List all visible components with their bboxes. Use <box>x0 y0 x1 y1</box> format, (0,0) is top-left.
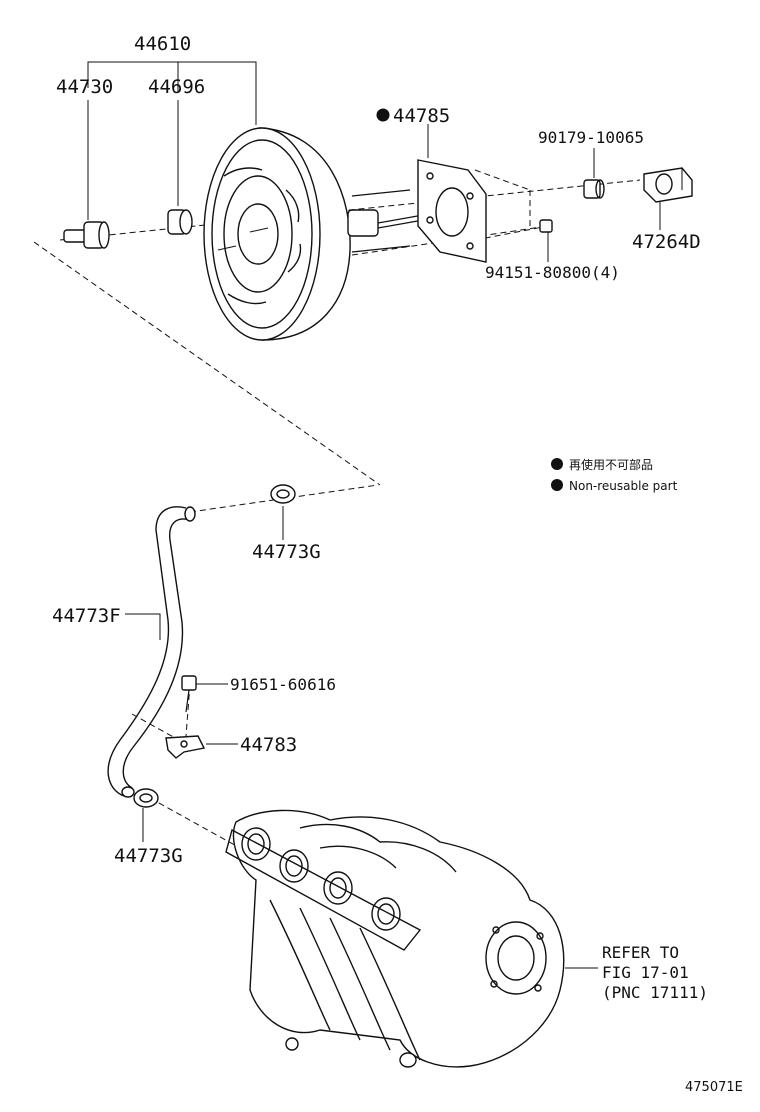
legend: 再使用不可部品 Non-reusable part <box>551 457 678 493</box>
bolt-part <box>181 675 197 713</box>
legend-english-text: Non-reusable part <box>569 479 678 493</box>
refer-line-2: FIG 17-01 <box>602 963 689 982</box>
label-44730: 44730 <box>56 76 113 98</box>
nut-part <box>539 219 553 233</box>
hose-clamp-bottom-part <box>133 788 159 808</box>
hose-clamp-top-part <box>270 484 296 504</box>
gasket-part <box>417 159 487 263</box>
label-44773g-top: 44773G <box>252 541 321 563</box>
intake-manifold-part <box>225 809 565 1068</box>
legend-marker-icon <box>551 458 563 470</box>
legend-marker-icon <box>551 479 563 491</box>
clevis-part <box>643 167 693 203</box>
label-94151-80800: 94151-80800(4) <box>485 263 620 282</box>
label-44610: 44610 <box>134 33 191 55</box>
label-90179-10065: 90179-10065 <box>538 128 644 147</box>
refer-line-1: REFER TO <box>602 943 679 962</box>
check-valve-part <box>63 221 110 249</box>
label-44785: 44785 <box>393 105 450 127</box>
hose-bracket-part <box>165 735 206 759</box>
refer-line-3: (PNC 17111) <box>602 983 708 1002</box>
label-91651-60616: 91651-60616 <box>230 675 336 694</box>
label-44696: 44696 <box>148 76 205 98</box>
legend-japanese-text: 再使用不可部品 <box>569 457 653 472</box>
label-47264d: 47264D <box>632 231 701 253</box>
non-reusable-marker-icon <box>376 108 390 122</box>
label-44783: 44783 <box>240 734 297 756</box>
label-44773f: 44773F <box>52 605 121 627</box>
label-44773g-bottom: 44773G <box>114 845 183 867</box>
lock-nut-part <box>583 179 605 199</box>
leader-lines <box>87 61 661 969</box>
brake-booster-part <box>203 127 441 341</box>
grommet-part <box>167 209 193 235</box>
vacuum-hose-part <box>107 506 196 798</box>
illustration-code: 475071E <box>685 1080 743 1095</box>
